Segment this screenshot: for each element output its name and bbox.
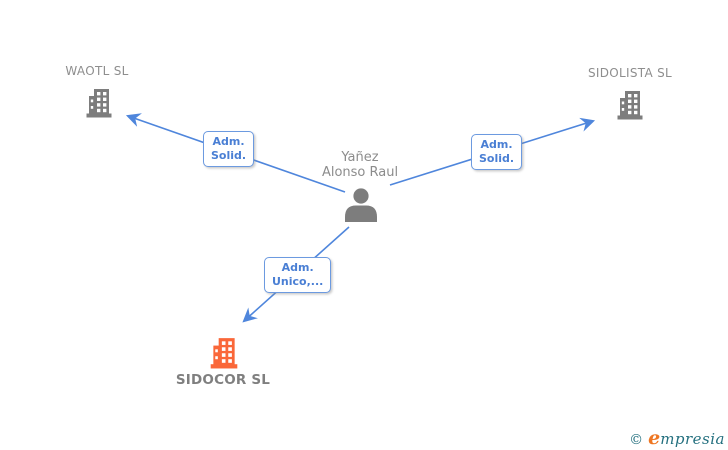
edge-label-sidolista-line2: Solid. — [479, 152, 515, 165]
edge-label-waotl[interactable]: Adm. Solid. — [203, 131, 255, 167]
edge-label-waotl-line2: Solid. — [211, 149, 247, 162]
edge-label-sidocor[interactable]: Adm. Unico,... — [264, 257, 332, 293]
company-label-sidolista[interactable]: SIDOLISTA SL — [587, 66, 672, 80]
company-label-sidocor[interactable]: SIDOCOR SL — [175, 372, 271, 388]
building-icon-sidolista[interactable] — [616, 89, 644, 120]
building-icon-sidocor[interactable] — [208, 336, 240, 369]
edge-label-sidolista-line1: Adm. — [480, 138, 513, 151]
edge-label-sidocor-line1: Adm. — [281, 261, 314, 274]
edge-label-sidocor-line2: Unico,... — [272, 275, 324, 288]
person-name[interactable]: Yañez Alonso Raul — [298, 150, 422, 180]
person-name-line2: Alonso Raul — [321, 165, 399, 180]
brand-name: mpresia — [660, 430, 725, 448]
company-label-waotl[interactable]: WAOTL SL — [65, 64, 129, 78]
edge-label-sidolista[interactable]: Adm. Solid. — [471, 134, 523, 170]
copyright-symbol: © — [629, 432, 644, 448]
edge-label-waotl-line1: Adm. — [212, 135, 245, 148]
person-name-line1: Yañez — [341, 150, 379, 165]
person-icon[interactable] — [341, 187, 381, 222]
brand-initial: e — [648, 427, 661, 449]
empresia-logo[interactable]: © e mpresia — [629, 427, 725, 449]
building-icon-waotl[interactable] — [85, 87, 113, 118]
